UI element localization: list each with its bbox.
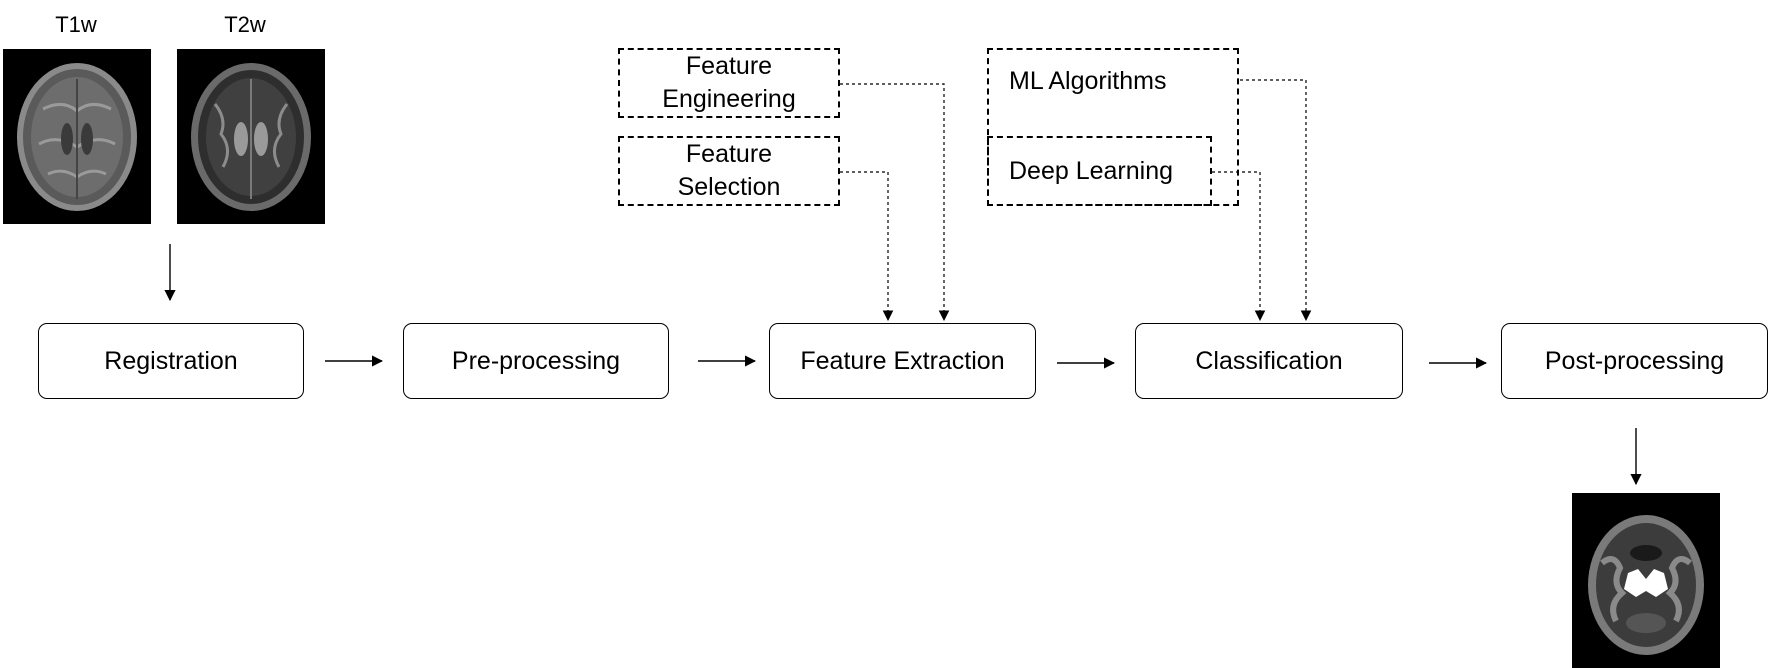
t2w-label: T2w — [224, 12, 266, 37]
connector-feature-selection — [840, 171, 894, 322]
feature-selection-line1: Feature — [685, 140, 773, 168]
connector-deep-learning — [1212, 171, 1266, 322]
preprocessing-step: Pre-processing — [403, 323, 669, 399]
feature-selection-box: Feature Selection — [618, 136, 840, 206]
registration-step: Registration — [38, 323, 304, 399]
postprocessing-label: Post-processing — [1544, 346, 1725, 375]
t1w-label: T1w — [55, 12, 97, 37]
t2w-mri-image — [177, 49, 325, 224]
connector-feature-engineering — [840, 83, 950, 322]
preprocessing-label: Pre-processing — [451, 346, 621, 375]
t1w-mri-image — [3, 49, 151, 224]
classification-label: Classification — [1195, 346, 1343, 375]
feature-selection-line2: Selection — [677, 173, 781, 201]
feature-extraction-step: Feature Extraction — [769, 323, 1036, 399]
feature-engineering-line2: Engineering — [662, 85, 796, 113]
feature-engineering-line1: Feature — [685, 52, 773, 80]
feature-engineering-box: Feature Engineering — [618, 48, 840, 118]
registration-label: Registration — [104, 346, 238, 375]
deep-learning-box: Deep Learning — [987, 136, 1212, 206]
deep-learning-label: Deep Learning — [1009, 157, 1174, 185]
classification-step: Classification — [1135, 323, 1403, 399]
ml-algorithms-box: ML Algorithms — [987, 48, 1239, 206]
postprocessing-step: Post-processing — [1501, 323, 1768, 399]
feature-extraction-label: Feature Extraction — [800, 346, 1005, 375]
segmentation-output-image — [1572, 493, 1720, 668]
ml-algorithms-label: ML Algorithms — [1009, 67, 1167, 95]
connector-ml-algorithms — [1240, 79, 1312, 322]
